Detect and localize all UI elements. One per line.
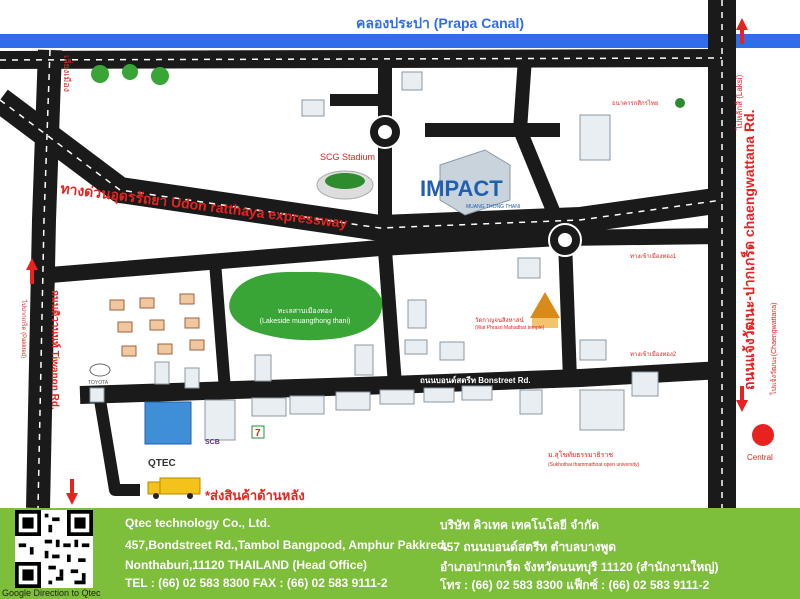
tiwanon-label: ถนนติวานนท์ Tiwanon Rd. (49, 290, 61, 410)
seven-label: 7 (255, 428, 261, 439)
address-en-1: 457,Bondstreet Rd.,Tambol Bangpood, Amph… (125, 538, 448, 552)
company-th: บริษัท คิวเทค เทคโนโลยี จำกัด (440, 518, 600, 532)
temple-label-en: (Wat Phrasri Mahadhat temple) (475, 325, 545, 331)
road-inner-5 (558, 239, 577, 381)
temple-icon (530, 292, 560, 328)
bank-icon (675, 98, 685, 108)
scg-stadium (316, 170, 374, 200)
road-inner-4 (378, 249, 402, 386)
map: คลองประปา (Prapa Canal) (0, 0, 800, 508)
left-side-label: ไปปากเกร็ด (Pakkred) (20, 299, 29, 358)
canal-label: คลองประปา (Prapa Canal) (356, 15, 524, 31)
road-inner-6 (209, 261, 231, 391)
stadium-label: SCG Stadium (320, 152, 375, 162)
road-expressway (0, 89, 724, 241)
direction-arrows (26, 18, 748, 505)
seven-eleven-icon: 7 (251, 425, 265, 439)
hospital1-label: ทางเข้าเมืองทอง1 (630, 252, 677, 260)
hospital2-label: ทางเข้าเมืองทอง2 (630, 350, 677, 358)
impact-building (439, 149, 511, 216)
address-en-2: Nonthaburi,11120 THAILAND (Head Office) (125, 558, 368, 572)
qtec-building (144, 401, 192, 445)
address-th-2: อำเภอปากเกร็ด จังหวัดนนทบุรี 11120 (สำนั… (440, 560, 719, 574)
delivery-truck-icon (147, 477, 201, 499)
to-chaengwattana-label: ไปแจ้งวัฒนะ(Chaengwattana) (769, 303, 778, 397)
bonstreet-label: ถนนบอนด์สตรีท Bonstreet Rd. (420, 375, 531, 385)
impact-logo: IMPACT (420, 176, 503, 201)
central-label: Central (747, 453, 773, 462)
central-icon (752, 424, 774, 446)
qr-caption: Google Direction to Qtec (2, 588, 101, 598)
toyota-label: TOYOTA (88, 380, 109, 386)
buildings (89, 71, 659, 441)
footer: Google Direction to Qtec Qtec technology… (0, 508, 800, 599)
university-label-th: ม.สุโขทัยธรรมาธิราช (548, 450, 613, 459)
road-inner-7 (94, 399, 140, 496)
toyota-icon (89, 363, 111, 377)
lake (229, 271, 383, 341)
houses (109, 293, 205, 357)
delivery-label: *ส่งสินค้าด้านหลัง (205, 488, 305, 503)
qr-code[interactable] (14, 510, 94, 588)
university-label-en: (Sukhothai thammathirat open university) (548, 462, 639, 468)
company-en: Qtec technology Co., Ltd. (125, 516, 271, 530)
tel-th: โทร : (66) 02 583 8300 แฟ็กซ์ : (66) 02 … (440, 578, 710, 592)
scb-label: SCB (205, 439, 220, 446)
canal (0, 34, 800, 48)
tel-en: TEL : (66) 02 583 8300 FAX : (66) 02 583… (125, 576, 388, 590)
chaengwattana-label: ถนนแจ้งวัฒนะ-ปากเกร็ด chaengwattana Rd. (740, 109, 757, 390)
qtec-label: QTEC (148, 458, 176, 469)
bank-label: ธนาคารกสิกรไทย (612, 99, 658, 107)
impact-sub: MUANG THONG THANI (466, 204, 520, 210)
road-middle (49, 228, 723, 283)
address-th-1: 457 ถนนบอนด์สตรีท ตำบลบางพูด (440, 540, 617, 554)
to-laksi-label: ไปหลักสี่ (Laksi) (733, 74, 744, 131)
trees (91, 64, 169, 85)
temple-label-th: วัดกาญจนสิงหาสน์ (475, 316, 524, 324)
lake-label-th: ทะเลสาบเมืองทอง (278, 307, 333, 315)
left-road-label: เลี่ยงเมือง (62, 55, 74, 92)
lake-label-en: (Lakeside muangthong thani) (260, 318, 351, 325)
